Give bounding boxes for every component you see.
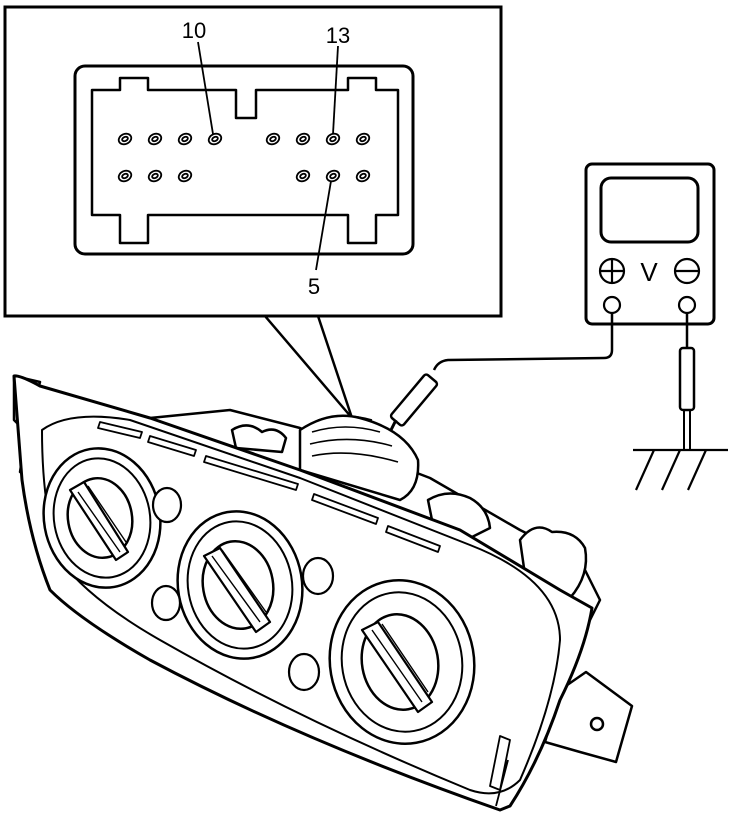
- terminal-row-bottom: [117, 169, 371, 183]
- leader-line-13: [332, 45, 339, 135]
- fan-speed-knob: [176, 510, 304, 660]
- round-button-2: [150, 584, 182, 622]
- negative-test-lead: [678, 313, 696, 450]
- leader-line-10: [197, 41, 214, 135]
- voltmeter: V: [584, 162, 716, 326]
- callout-pointer: [262, 314, 354, 419]
- round-button-3: [301, 556, 335, 596]
- leader-line-5: [315, 180, 332, 271]
- plus-circle-icon: [598, 257, 626, 285]
- connector-housing: [73, 64, 415, 256]
- panel-top-slots: [97, 421, 441, 553]
- negative-jack: [677, 295, 697, 315]
- connector-inner-outline: [90, 76, 400, 245]
- connector-terminals: [117, 132, 371, 183]
- ground-icon: [633, 448, 728, 491]
- terminal-row-top: [117, 132, 371, 146]
- voltmeter-unit-label: V: [640, 257, 658, 287]
- round-button-1: [151, 486, 183, 524]
- round-button-4: [287, 652, 321, 692]
- temperature-knob: [42, 447, 162, 589]
- terminal-5: [325, 169, 341, 183]
- minus-circle-icon: [673, 257, 701, 285]
- mounting-bracket: [543, 670, 634, 764]
- pin-label-10: 10: [182, 18, 206, 43]
- panel-edge-detail: [489, 735, 511, 807]
- mode-knob: [328, 579, 476, 745]
- terminal-10: [207, 132, 223, 146]
- pin-label-13: 13: [326, 23, 350, 48]
- voltmeter-display: [599, 176, 700, 244]
- terminal-13: [325, 132, 341, 146]
- connector-callout: 10 13 5: [3, 5, 503, 419]
- positive-test-lead: [378, 313, 614, 453]
- positive-jack: [602, 295, 622, 315]
- heater-control-unit: [12, 374, 634, 812]
- pin-label-5: 5: [308, 274, 320, 299]
- round-buttons: [150, 486, 335, 692]
